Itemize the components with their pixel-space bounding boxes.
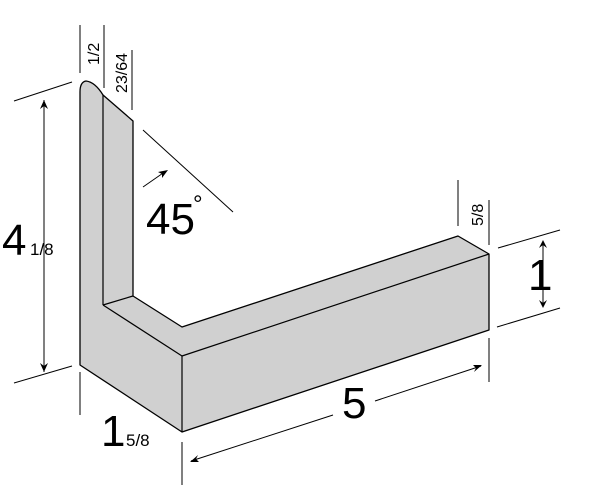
thickness-dimension: 1 — [496, 229, 561, 328]
thickness-label: 1 — [528, 251, 552, 300]
top-width-inner-label: 23/64 — [114, 53, 131, 93]
height-fraction-label: 1/8 — [30, 240, 54, 259]
top-width-dimensions: 1/2 23/64 — [79, 25, 133, 110]
height-whole-label: 4 — [2, 216, 26, 265]
depth-dimension: 1 5/8 — [79, 372, 150, 456]
angle-unit-label: ° — [193, 191, 203, 218]
depth-fraction-label: 5/8 — [126, 431, 150, 450]
end-width-label: 5/8 — [470, 204, 487, 226]
height-dimension: 4 1/8 — [2, 81, 73, 384]
angle-dimension: 45 ° — [142, 129, 234, 244]
length-label: 5 — [342, 379, 366, 428]
profile-edges — [102, 95, 490, 432]
l-profile-body — [79, 80, 490, 433]
depth-whole-label: 1 — [101, 407, 125, 456]
angle-label: 45 — [146, 195, 195, 244]
top-width-outer-label: 1/2 — [86, 43, 103, 65]
length-dimension: 5 — [181, 338, 490, 485]
end-width-dimension: 5/8 — [457, 180, 490, 245]
